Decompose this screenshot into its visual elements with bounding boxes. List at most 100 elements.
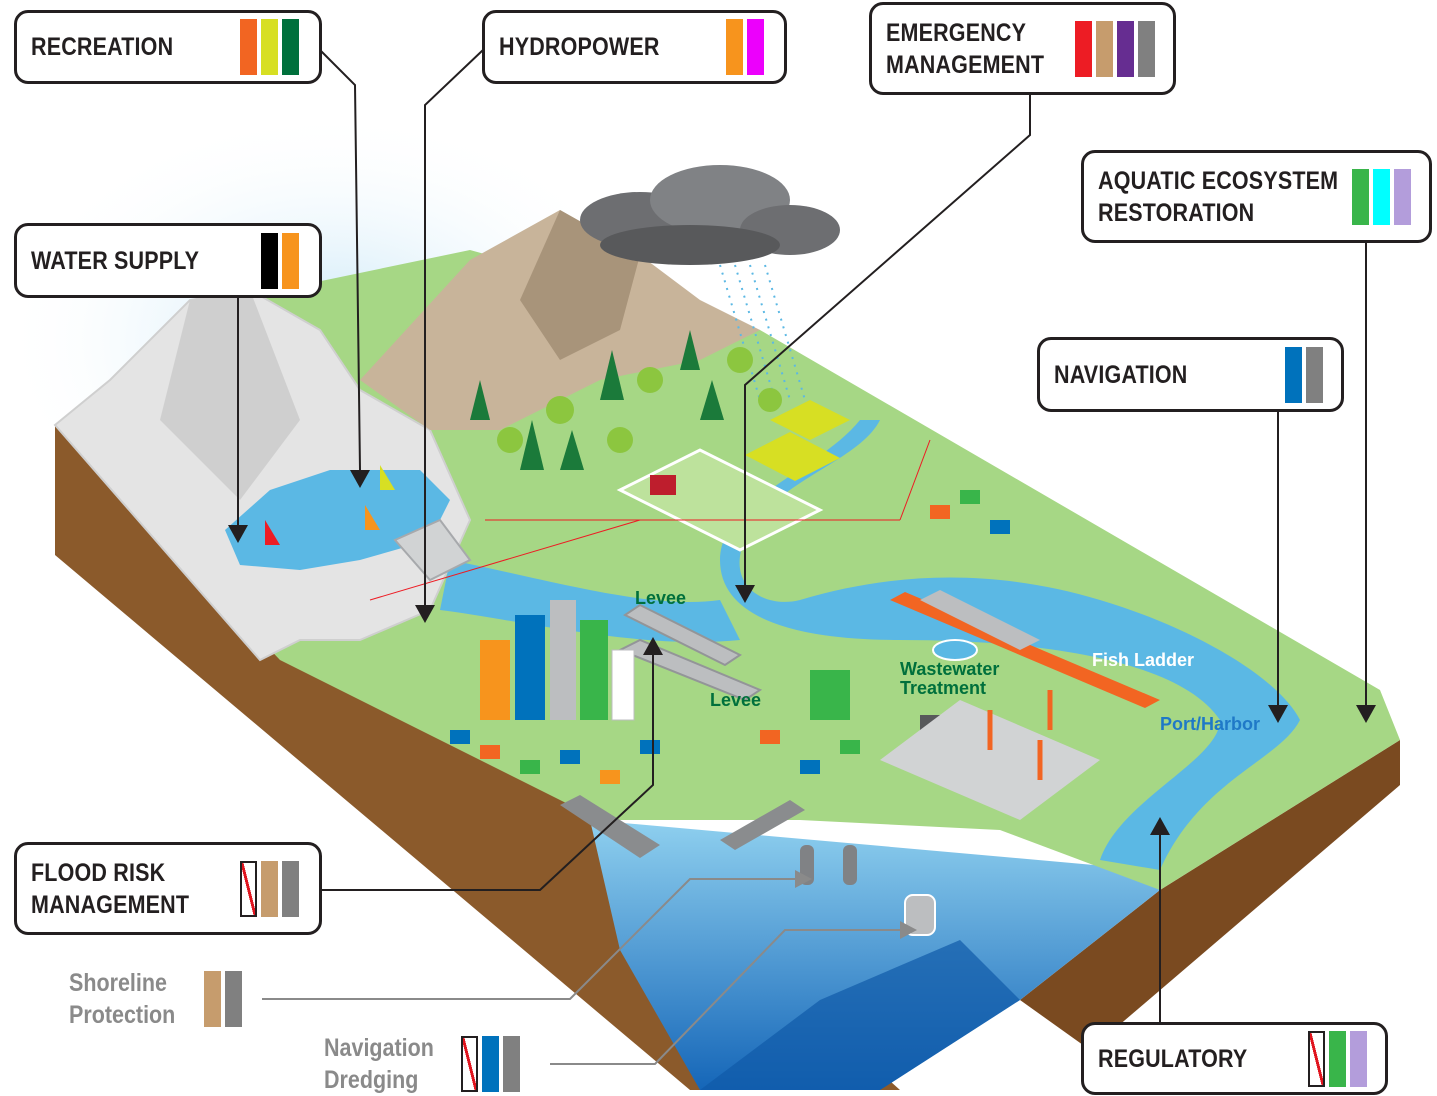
regulatory-swatches — [1308, 1030, 1367, 1087]
levee-wall-upper — [623, 603, 742, 667]
aquatic-swatch-3 — [1394, 168, 1411, 225]
water-supply-swatches — [261, 232, 299, 289]
leader-lines — [237, 49, 1367, 1022]
hydropower-swatches — [726, 19, 764, 75]
breakwater-left — [560, 795, 660, 858]
nav-dredging-line-2: Dredging — [324, 1066, 419, 1094]
snow-mountain-shade — [160, 290, 300, 500]
navigation-swatch-2 — [1306, 346, 1323, 403]
levee-label-1: Levee — [635, 588, 686, 608]
water-supply-swatch-2 — [282, 232, 299, 289]
farm — [616, 400, 850, 552]
flood-risk-swatch-2 — [261, 860, 278, 917]
water-supply-swatch-1 — [261, 232, 278, 289]
navigation-swatches — [1285, 346, 1323, 403]
soil-right-face — [1020, 740, 1400, 1050]
shoreline-line-1: Shoreline — [69, 969, 167, 997]
arrowheads — [228, 470, 1376, 835]
recreation-title: RECREATION — [31, 33, 174, 61]
recreation-swatch-2 — [261, 19, 278, 75]
hydropower-callout: HYDROPOWER — [482, 10, 787, 84]
houses — [450, 490, 1010, 784]
water-supply-title: WATER SUPPLY — [31, 246, 200, 275]
emergency-swatch-4 — [1138, 20, 1155, 77]
flood-risk-title: FLOOD RISK MANAGEMENT — [31, 857, 189, 921]
reservoir — [225, 470, 450, 570]
shoreline-swatch-1 — [204, 971, 221, 1027]
navigation-title: NAVIGATION — [1054, 360, 1188, 389]
emergency-swatches — [1075, 20, 1155, 77]
emergency-line-1: EMERGENCY — [886, 18, 1027, 47]
port-harbor-label: Port/Harbor — [1160, 714, 1260, 734]
flood-risk-callout: FLOOD RISK MANAGEMENT — [14, 842, 322, 935]
emergency-management-title: EMERGENCY MANAGEMENT — [886, 17, 1044, 81]
navigation-callout: NAVIGATION — [1037, 337, 1344, 412]
regulatory-swatch-3 — [1350, 1030, 1367, 1087]
wastewater-label-1: Wastewater — [900, 659, 999, 679]
aquatic-swatch-2 — [1373, 168, 1390, 225]
port-platform — [880, 700, 1100, 820]
regulatory-swatch-2 — [1329, 1030, 1346, 1087]
fish-ladder-label: Fish Ladder — [1092, 650, 1194, 670]
emergency-line-2: MANAGEMENT — [886, 50, 1045, 79]
ocean-cross-section — [590, 820, 1160, 1090]
cranes — [987, 690, 1053, 780]
nav-dredging-swatch-3 — [503, 1036, 520, 1092]
power-lines — [369, 439, 931, 601]
shoreline-swatches — [204, 971, 242, 1027]
nav-dredging-swatches — [461, 1036, 520, 1092]
wastewater-label-2: Treatment — [900, 678, 986, 698]
leader-lines-grey — [262, 878, 900, 1065]
regulatory-title: REGULATORY — [1098, 1044, 1248, 1073]
flood-risk-line-1: FLOOD RISK — [31, 858, 166, 887]
ocean-cross-section-deep — [700, 940, 1020, 1090]
flood-risk-swatch-1 — [240, 860, 257, 917]
recreation-swatch-3 — [282, 19, 299, 75]
navigation-dredging-title: Navigation Dredging — [324, 1032, 442, 1096]
emergency-swatch-2 — [1096, 20, 1113, 77]
aquatic-line-2: RESTORATION — [1098, 198, 1255, 227]
hydropower-swatch-2 — [747, 19, 764, 75]
emergency-swatch-3 — [1117, 20, 1134, 77]
flood-risk-line-2: MANAGEMENT — [31, 890, 190, 919]
lock-structure — [920, 590, 1040, 650]
nav-dredging-swatch-2 — [482, 1036, 499, 1092]
regulatory-callout: REGULATORY — [1081, 1022, 1388, 1095]
hydropower-title: HYDROPOWER — [499, 33, 660, 61]
navigation-swatch-1 — [1285, 346, 1302, 403]
recreation-callout: RECREATION — [14, 10, 322, 84]
breakwater-right — [720, 800, 805, 850]
water-supply-callout: WATER SUPPLY — [14, 223, 322, 298]
levee-label-2: Levee — [710, 690, 761, 710]
shoreline-protection-title: Shoreline Protection — [69, 967, 185, 1031]
river — [720, 420, 1300, 870]
shoreline-protection-callout: Shoreline Protection — [69, 966, 259, 1032]
recreation-swatches — [240, 19, 299, 75]
nav-dredging-line-1: Navigation — [324, 1034, 434, 1062]
navigation-dredging-callout: Navigation Dredging — [324, 1032, 534, 1096]
aquatic-ecosystem-title: AQUATIC ECOSYSTEM RESTORATION — [1098, 165, 1338, 229]
forest — [470, 330, 782, 470]
city — [480, 600, 940, 760]
emergency-management-callout: EMERGENCY MANAGEMENT — [869, 2, 1176, 95]
nav-dredging-swatch-1 — [461, 1036, 478, 1092]
dredge-boat — [904, 894, 936, 936]
rain-cloud — [580, 165, 840, 265]
arrowheads-grey — [795, 870, 917, 939]
fish-ladder — [890, 592, 1160, 708]
aquatic-line-1: AQUATIC ECOSYSTEM — [1098, 166, 1339, 195]
aquatic-swatch-1 — [1352, 168, 1369, 225]
flood-risk-swatches — [240, 860, 299, 917]
aquatic-ecosystem-callout: AQUATIC ECOSYSTEM RESTORATION — [1081, 150, 1432, 243]
flood-risk-swatch-3 — [282, 860, 299, 917]
regulatory-swatch-1 — [1308, 1030, 1325, 1087]
shoreline-swatch-2 — [225, 971, 242, 1027]
aquatic-swatches — [1352, 168, 1411, 225]
shoreline-line-2: Protection — [69, 1001, 176, 1029]
pier-post-2 — [843, 845, 857, 885]
hydropower-swatch-1 — [726, 19, 743, 75]
treatment-tank — [932, 639, 978, 661]
recreation-swatch-1 — [240, 19, 257, 75]
emergency-swatch-1 — [1075, 20, 1092, 77]
